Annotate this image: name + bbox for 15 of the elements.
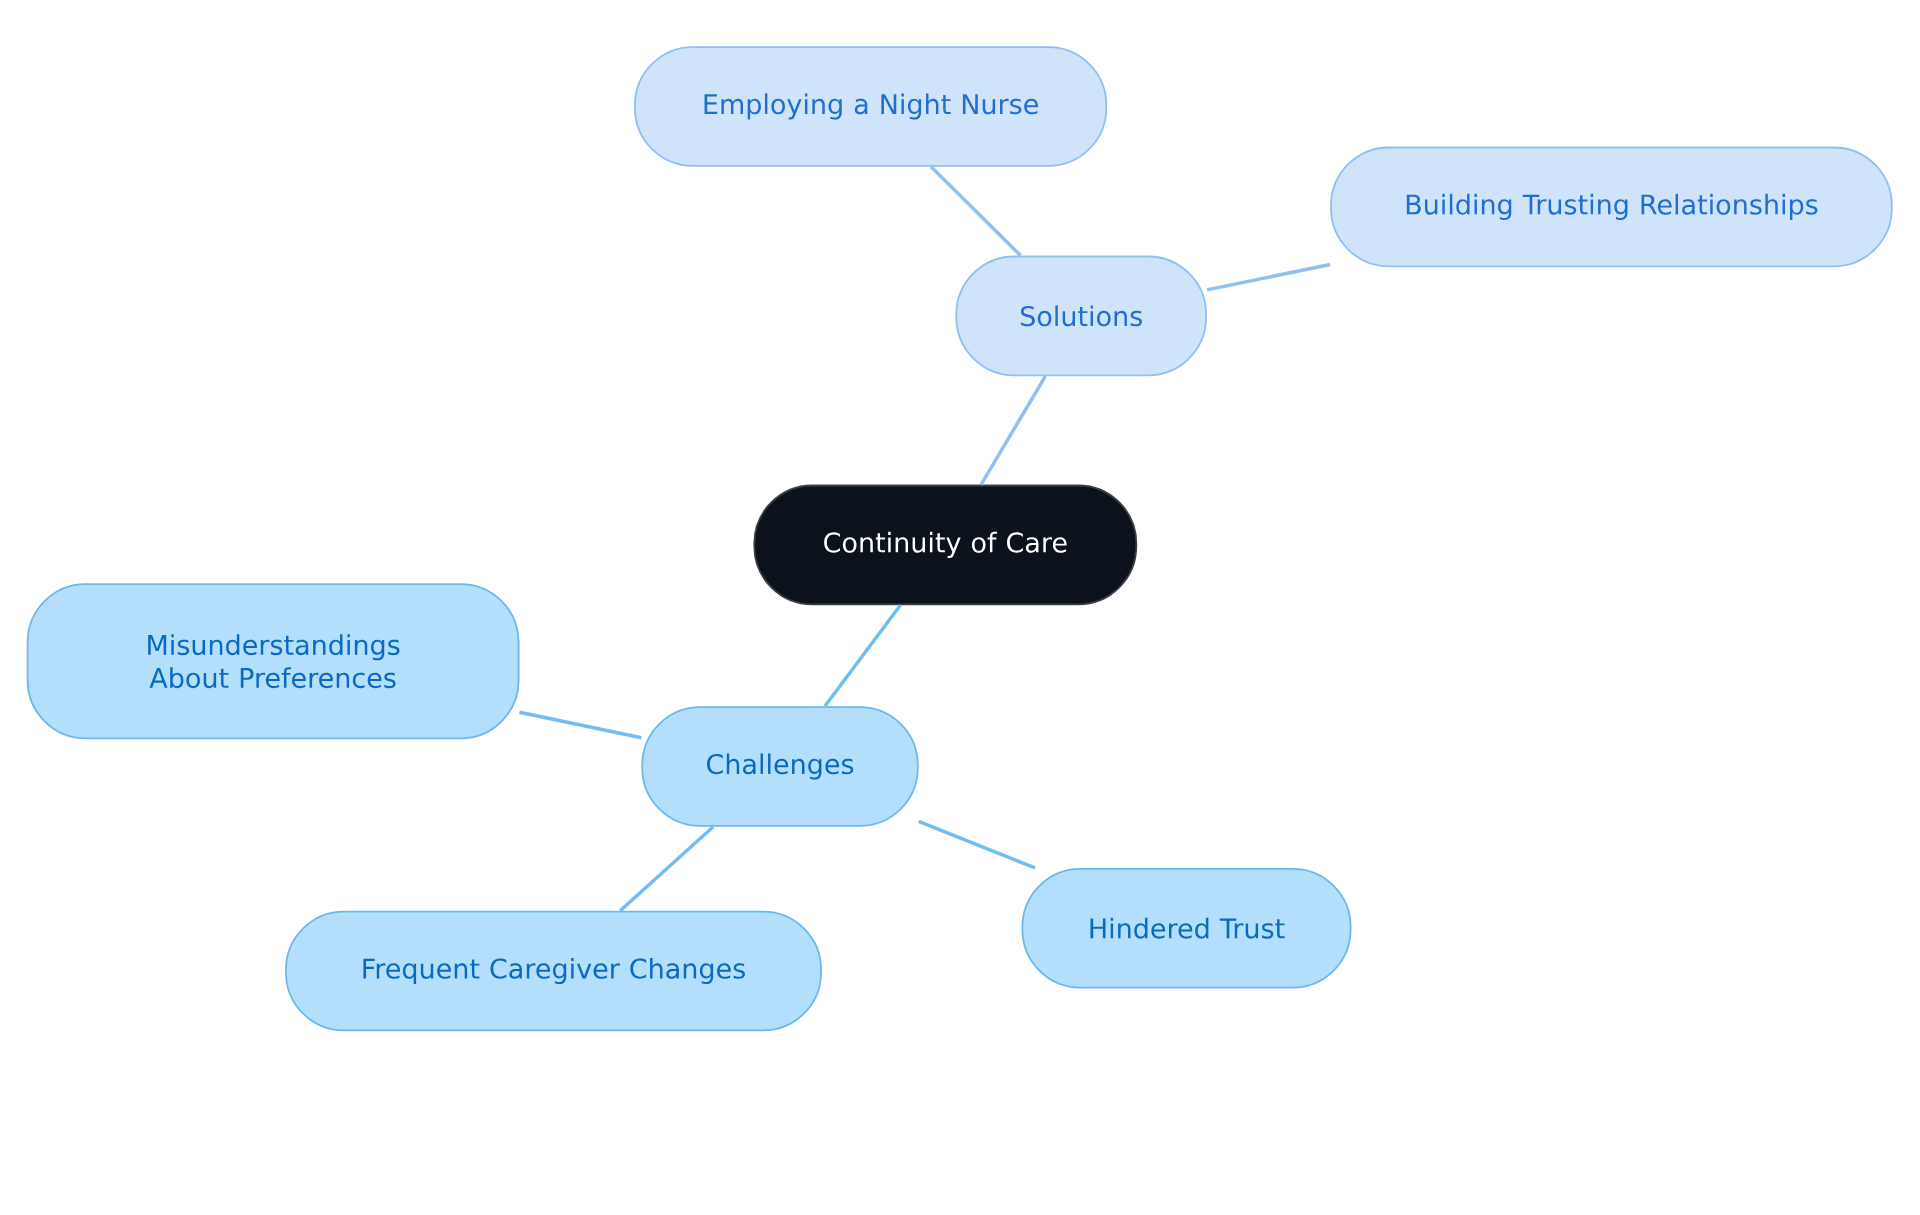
- topic-box: Frequent Caregiver Changes: [285, 910, 822, 1032]
- connector-line: [1206, 262, 1331, 292]
- connector-line: [519, 710, 642, 740]
- topic-box: Hindered Trust: [1021, 867, 1352, 989]
- central-topic-box: Continuity of Care: [753, 484, 1138, 606]
- connector-line: [823, 604, 902, 708]
- connector-line: [619, 825, 715, 912]
- topic-box: Building Trusting Relationships: [1330, 146, 1893, 268]
- topic-box: Challenges: [641, 706, 919, 827]
- connector-line: [918, 819, 1036, 870]
- topic-box: Employing a Night Nurse: [634, 46, 1108, 167]
- connector-line: [979, 375, 1047, 486]
- topic-box: Misunderstandings About Preferences: [26, 583, 520, 740]
- topic-box: Solutions: [955, 255, 1207, 377]
- connector-line: [929, 165, 1022, 257]
